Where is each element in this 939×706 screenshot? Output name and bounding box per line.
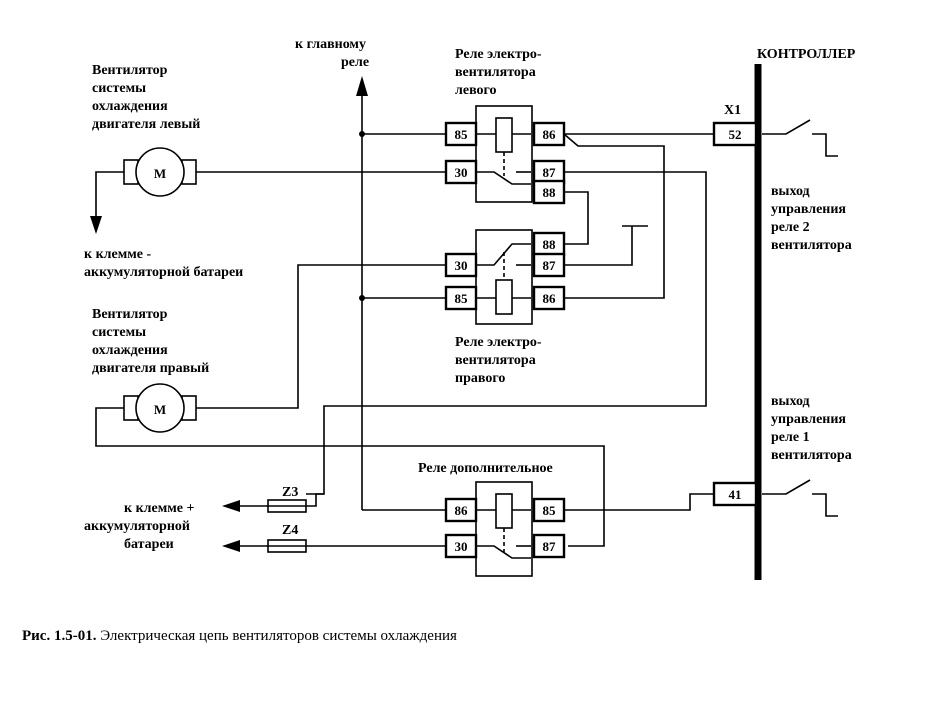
motor-right-icon [135, 383, 185, 433]
svg-text:Реле электро-: Реле электро- [455, 335, 542, 350]
svg-text:батареи: батареи [124, 537, 174, 552]
output-relay2-label: выход управления реле 2 вентилятора [771, 184, 852, 253]
arrow-down-icon [90, 216, 102, 234]
output-switch-relay2 [762, 119, 838, 157]
main-relay-label: к главному [295, 37, 366, 52]
svg-text:30: 30 [455, 539, 468, 554]
svg-text:к клемме -: к клемме - [84, 247, 151, 262]
controller: КОНТРОЛЛЕР X1 52 41 [712, 47, 856, 580]
svg-text:системы: системы [92, 325, 146, 340]
svg-text:управления: управления [771, 202, 846, 217]
controller-pin-52-label: 52 [729, 127, 742, 142]
main-relay-label-2: реле [341, 55, 369, 70]
svg-text:аккумуляторной батареи: аккумуляторной батареи [84, 265, 243, 280]
svg-text:M: M [154, 166, 166, 181]
svg-text:87: 87 [543, 539, 557, 554]
svg-text:86: 86 [455, 503, 469, 518]
svg-text:86: 86 [543, 127, 557, 142]
battery-plus-label: к клемме + аккумуляторной батареи [84, 501, 194, 552]
svg-text:правого: правого [455, 371, 505, 386]
svg-text:выход: выход [771, 394, 810, 409]
svg-text:87: 87 [543, 165, 557, 180]
svg-text:85: 85 [455, 291, 469, 306]
svg-text:вентилятора: вентилятора [771, 448, 852, 463]
connector-x1-label: X1 [724, 103, 741, 118]
arrow-left-icon [222, 540, 240, 552]
output-switch-relay1 [762, 479, 838, 517]
svg-text:вентилятора: вентилятора [455, 65, 536, 80]
svg-text:Вентилятор: Вентилятор [92, 307, 168, 322]
main-relay-line: к главному реле [295, 37, 446, 511]
motor-left-icon [135, 147, 185, 197]
relay-left: Реле электро- вентилятора левого 85 30 8… [444, 47, 566, 205]
controller-pin-41-label: 41 [729, 487, 742, 502]
svg-text:Вентилятор: Вентилятор [92, 63, 168, 78]
svg-text:86: 86 [543, 291, 557, 306]
arrow-left-icon [222, 500, 240, 512]
fan-right: Вентилятор системы охлаждения двигателя … [92, 264, 605, 547]
relay-right: 88 30 87 85 86 Реле электро- вентилятора… [444, 229, 566, 386]
svg-text:к клемме +: к клемме + [124, 501, 194, 516]
svg-text:вентилятора: вентилятора [771, 238, 852, 253]
svg-text:87: 87 [543, 258, 557, 273]
svg-text:85: 85 [543, 503, 557, 518]
fan-left: Вентилятор системы охлаждения двигателя … [90, 63, 446, 234]
svg-text:выход: выход [771, 184, 810, 199]
svg-text:30: 30 [455, 258, 468, 273]
svg-text:M: M [154, 402, 166, 417]
arrow-up-icon [356, 76, 368, 96]
svg-text:88: 88 [543, 185, 557, 200]
controller-title: КОНТРОЛЛЕР [757, 47, 856, 62]
svg-text:88: 88 [543, 237, 557, 252]
svg-text:85: 85 [455, 127, 469, 142]
fuses: Z3 Z4 [222, 485, 446, 553]
svg-text:аккумуляторной: аккумуляторной [84, 519, 190, 534]
output-relay1-label: выход управления реле 1 вентилятора [771, 394, 852, 463]
svg-text:управления: управления [771, 412, 846, 427]
svg-text:Реле дополнительное: Реле дополнительное [418, 461, 553, 476]
svg-text:вентилятора: вентилятора [455, 353, 536, 368]
battery-minus-label: к клемме - аккумуляторной батареи [84, 247, 243, 280]
svg-text:системы: системы [92, 81, 146, 96]
svg-text:охлаждения: охлаждения [92, 343, 168, 358]
fuse-z4-label: Z4 [282, 523, 298, 538]
fuse-z3-label: Z3 [282, 485, 298, 500]
svg-text:двигателя правый: двигателя правый [92, 361, 209, 376]
svg-text:левого: левого [455, 83, 497, 98]
svg-text:реле 2: реле 2 [771, 220, 810, 235]
svg-text:охлаждения: охлаждения [92, 99, 168, 114]
svg-text:двигателя левый: двигателя левый [92, 117, 200, 132]
svg-text:30: 30 [455, 165, 468, 180]
svg-text:Реле электро-: Реле электро- [455, 47, 542, 62]
relay-extra: Реле дополнительное 86 30 85 87 [418, 461, 566, 577]
figure-caption: Рис. 1.5-01. Электрическая цепь вентилят… [22, 628, 457, 644]
svg-text:реле 1: реле 1 [771, 430, 810, 445]
